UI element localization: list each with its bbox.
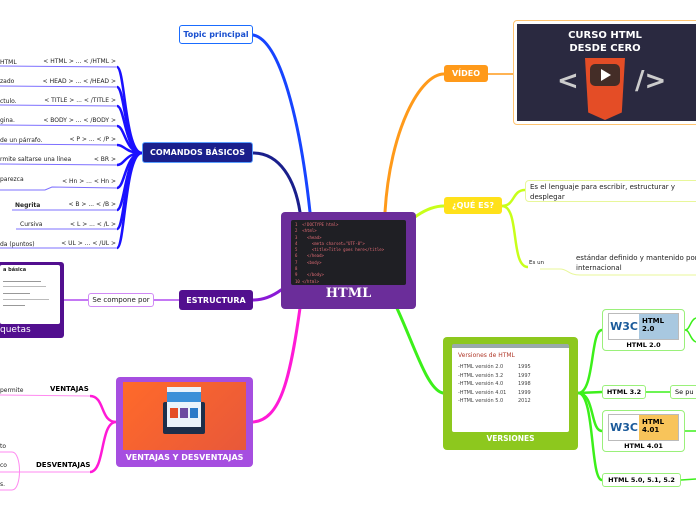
version-html-5[interactable]: HTML 5.0, 5.1, 5.2 [602, 473, 681, 487]
command-code[interactable]: < BR > [93, 156, 116, 163]
estandar-text-2: internacional [576, 264, 622, 272]
video-node[interactable]: VÍDEO [444, 65, 488, 82]
central-title: HTML [325, 286, 372, 301]
version-row: -HTML versión 5.0 2012 [458, 397, 563, 406]
desventaja-item: s. [0, 481, 6, 488]
version-row: -HTML versión 2.0 1995 [458, 363, 563, 372]
desventajas-label[interactable]: DESVENTAJAS [36, 461, 91, 469]
command-description: HTML [0, 59, 17, 66]
definition-box[interactable]: Es el lenguaje para escribir, estructura… [525, 180, 696, 202]
version-cell: 1997 [518, 372, 531, 379]
code-snippet: 1 <!DOCTYPE html>2 <html>3 <head>4 <meta… [291, 220, 406, 285]
version-cell: 1998 [518, 381, 531, 387]
command-code[interactable]: < HEAD > ... < /HEAD > [42, 78, 116, 85]
command-description: zado [0, 78, 15, 85]
command-code[interactable]: < B > ... < /B > [68, 201, 116, 208]
command-code[interactable]: < Hn > ... < Hn > [62, 178, 116, 185]
estandar-text: estándar definido y mantenido por [576, 254, 696, 262]
command-code[interactable]: < BODY > ... < /BODY > [43, 117, 116, 124]
version-label: HTML 2.0 [626, 341, 661, 349]
w3c-badge-icon: W3C HTML 4.01 [608, 414, 679, 441]
play-icon[interactable] [590, 64, 620, 86]
es-un-label: Es un [529, 260, 545, 266]
card-caption: quetas [0, 325, 31, 335]
code-line: 2 <html> [295, 228, 317, 234]
version-cell: -HTML versión 4.01 [458, 389, 507, 396]
code-line: 1 <!DOCTYPE html> [295, 222, 339, 227]
comandos-basicos-node[interactable]: COMANDOS BÁSICOS [142, 142, 253, 163]
code-line: 8 [295, 266, 298, 272]
desventaja-item: to [0, 443, 7, 450]
version-html-3-2[interactable]: HTML 3.2 [602, 385, 646, 399]
command-description: Negrita [15, 202, 41, 209]
central-node-html[interactable]: 1 <!DOCTYPE html>2 <html>3 <head>4 <meta… [281, 212, 416, 309]
command-description: rmite saltarse una línea [0, 156, 72, 163]
command-code[interactable]: < HTML > ... < /HTML > [43, 58, 116, 65]
code-line: 3 <head> [295, 234, 322, 240]
version-row: -HTML versión 4.0 1998 [458, 380, 563, 389]
command-description: Cursiva [20, 221, 43, 228]
command-code[interactable]: < UL > ... < /UL > [61, 240, 116, 247]
version-cell: -HTML versión 2.0 [458, 364, 504, 370]
definition-text: Es el lenguaje para escribir, estructura… [530, 183, 676, 201]
ventajas-desventajas-node[interactable]: VENTAJAS Y DESVENTAJAS [116, 377, 253, 467]
command-code[interactable]: < P > ... < /P > [69, 136, 116, 143]
estructura-node[interactable]: ESTRUCTURA [179, 290, 253, 310]
versiones-title: VERSIONES [486, 434, 535, 443]
code-line: 4 <meta charset="UTF-8"> [295, 240, 365, 246]
command-code[interactable]: < L > ... < /L > [70, 221, 116, 228]
version-html-2-0[interactable]: W3C HTML 2.0 HTML 2.0 [602, 309, 685, 351]
version-row: -HTML versión 4.01 1999 [458, 389, 563, 398]
command-description: parezca [0, 176, 24, 183]
version-label: HTML 4.01 [624, 442, 663, 450]
code-line: 9 </body> [295, 272, 324, 278]
ventajas-title: VENTAJAS Y DESVENTAJAS [125, 453, 244, 462]
ventajas-label[interactable]: VENTAJAS [50, 385, 89, 393]
version-cell: 1999 [518, 389, 531, 396]
version-cell: -HTML versión 5.0 [458, 398, 504, 404]
code-line: 10 </html> [295, 278, 320, 284]
web-dev-illustration [123, 382, 246, 450]
code-line: 7 <body> [295, 259, 322, 265]
se-pu-link[interactable]: Se pu [670, 385, 696, 399]
card-title: a básica [3, 267, 27, 273]
versions-card-title: Versiones de HTML [458, 352, 515, 359]
estructura-image-card[interactable]: a básica quetas [0, 262, 64, 338]
video-thumbnail[interactable]: CURSO HTML DESDE CERO < /> [513, 20, 696, 125]
desventaja-item: co [0, 462, 7, 469]
command-code[interactable]: < TITLE > ... < /TITLE > [44, 97, 116, 104]
code-line: 5 <title>Title goes here</title> [295, 247, 385, 253]
version-cell: -HTML versión 3.2 [458, 372, 504, 379]
version-row: -HTML versión 3.2 1997 [458, 372, 563, 381]
command-description: gina. [0, 117, 15, 124]
version-cell: 2012 [518, 398, 531, 404]
thumb-title: CURSO HTML [568, 30, 642, 41]
command-description: da (puntos) [0, 241, 35, 248]
ventaja-item: permite [0, 387, 24, 394]
se-compone-por-link[interactable]: Se compone por [88, 293, 154, 307]
version-cell: -HTML versión 4.0 [458, 381, 504, 387]
thumb-title: DESDE CERO [569, 43, 641, 54]
code-line: 6 </head> [295, 253, 324, 259]
que-es-node[interactable]: ¿QUÉ ES? [444, 197, 502, 214]
w3c-badge-icon: W3C HTML 2.0 [608, 313, 679, 340]
version-html-4-01[interactable]: W3C HTML 4.01 HTML 4.01 [602, 410, 685, 452]
version-cell: 1995 [518, 364, 531, 370]
topic-principal-node[interactable]: Topic principal [179, 25, 253, 44]
command-description: de un párrafo. [0, 137, 43, 144]
command-description: ctulo. [0, 98, 17, 105]
